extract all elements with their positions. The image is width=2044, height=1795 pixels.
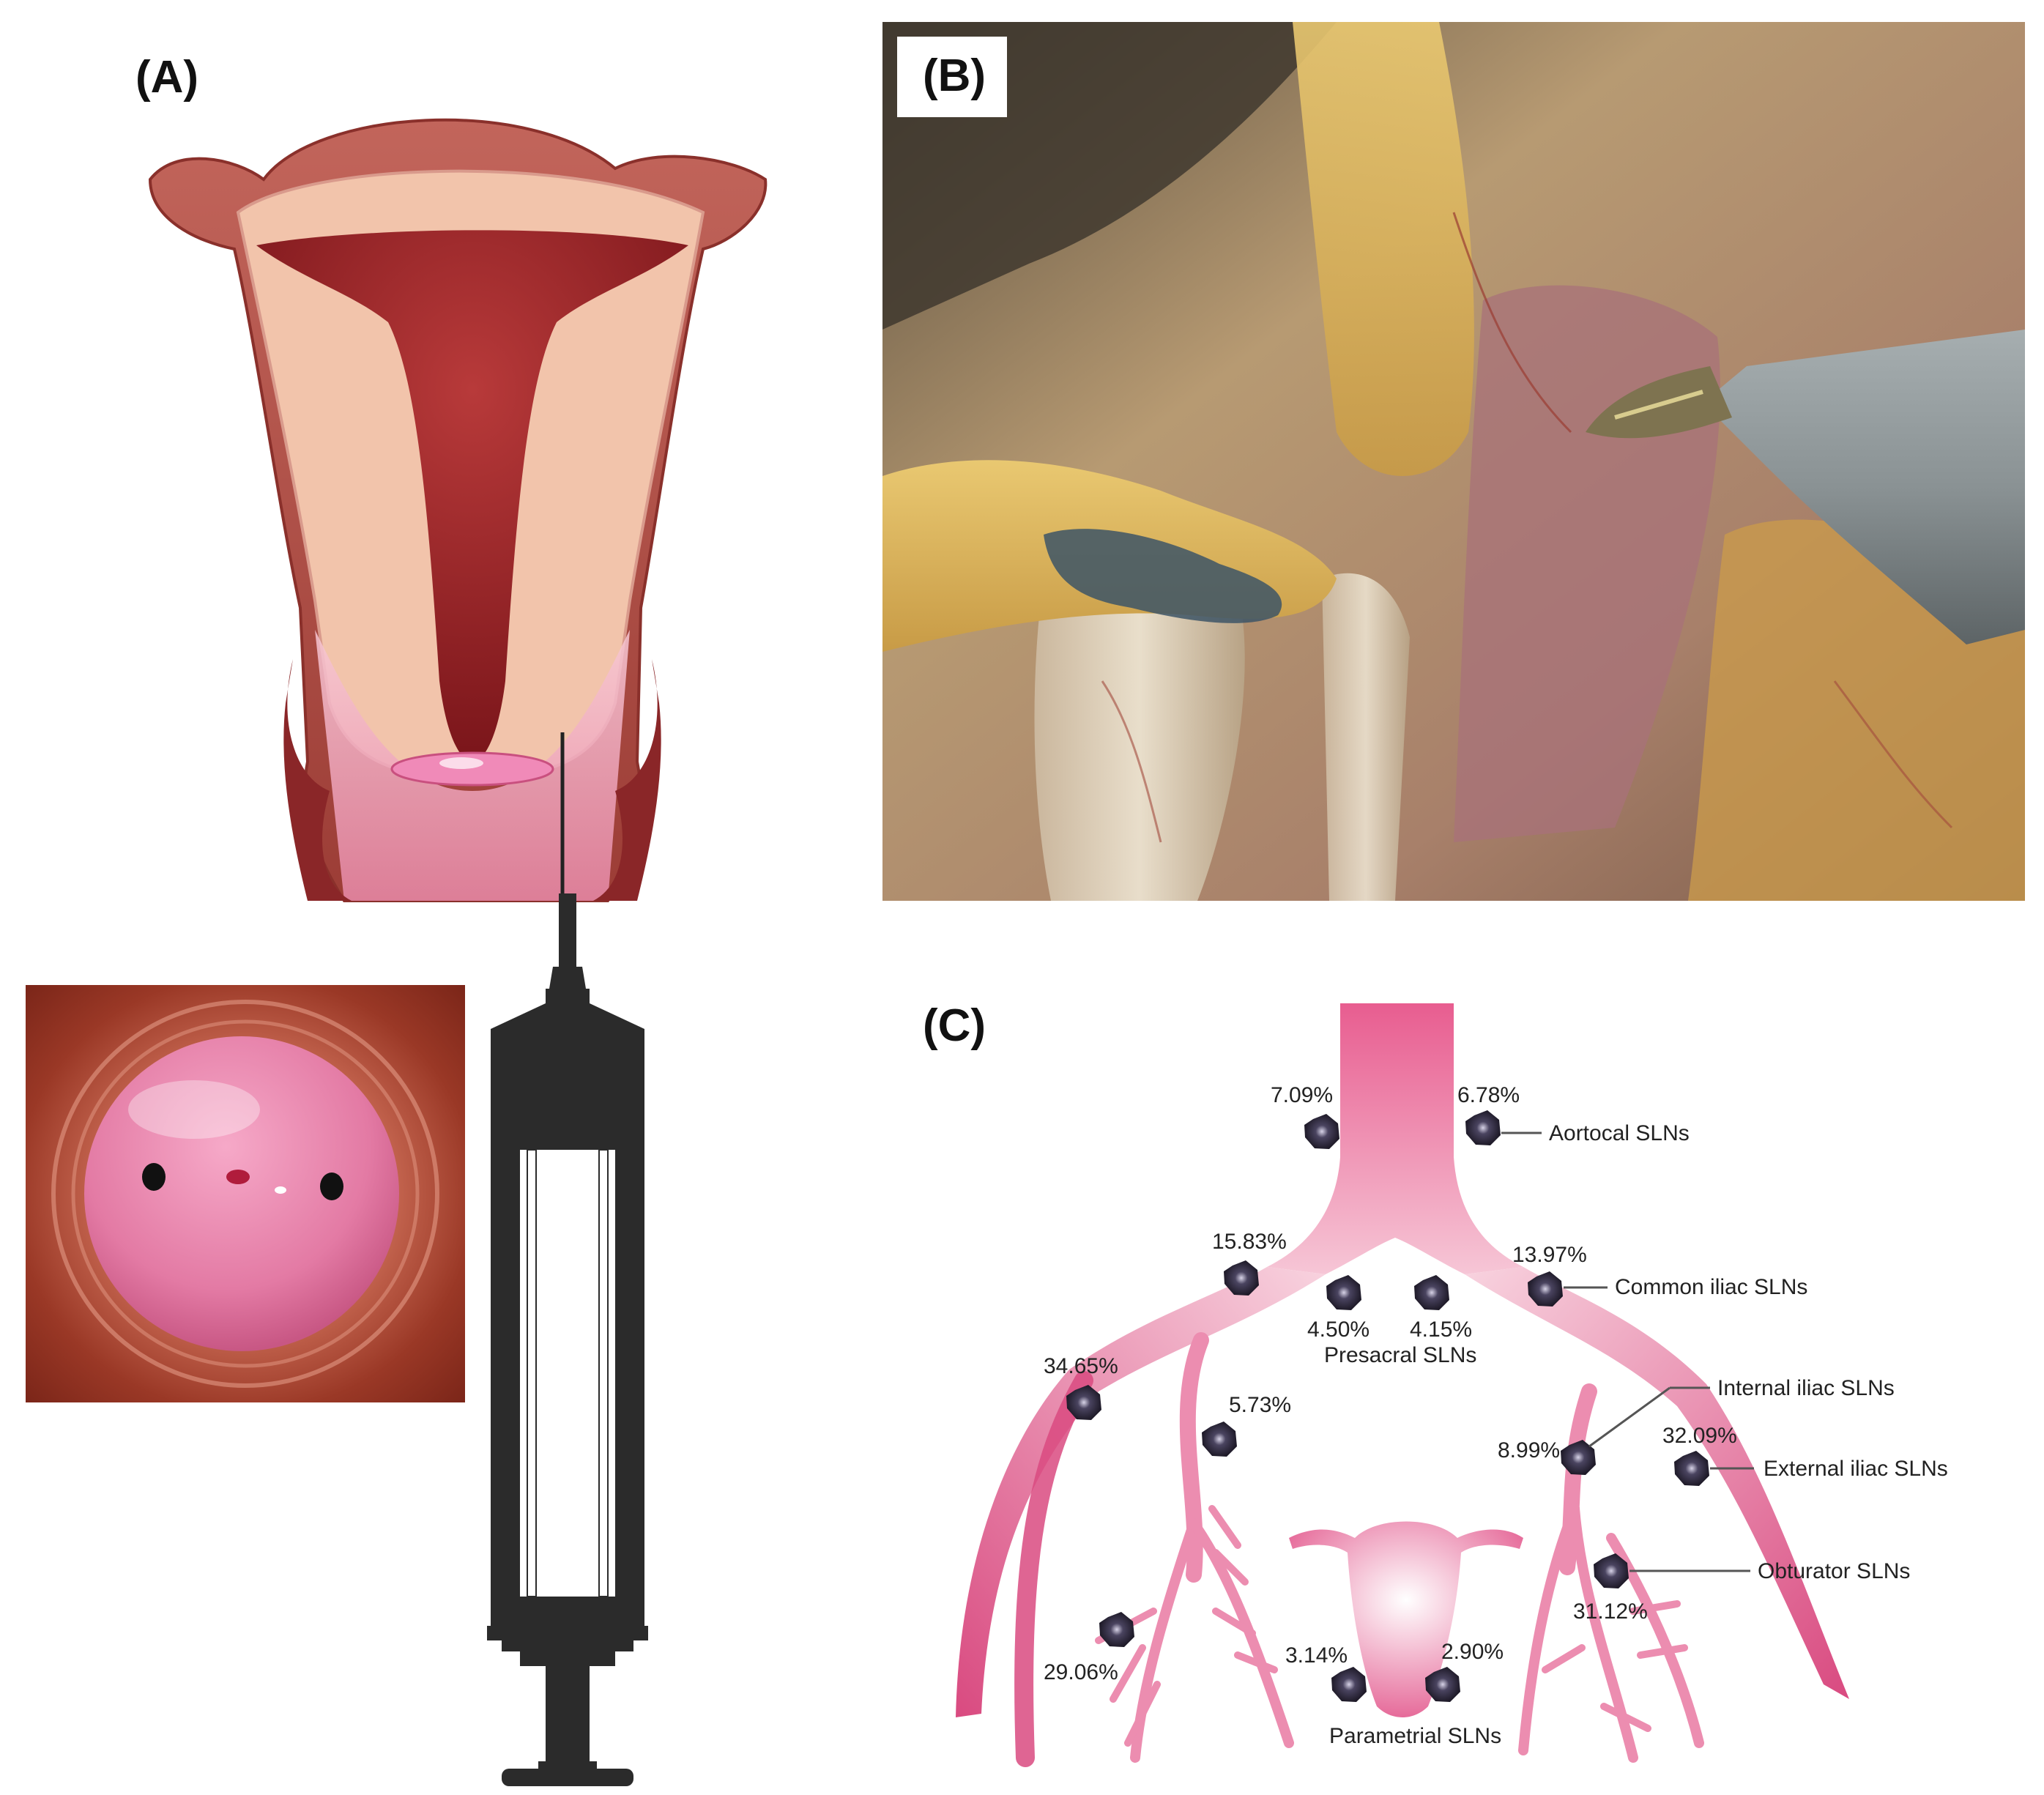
node-common-iliac-right: [1528, 1271, 1563, 1307]
node-obturator-right: [1594, 1553, 1629, 1588]
node-aortocaval-left: [1304, 1114, 1339, 1149]
cervix-closeup-inset: [26, 985, 465, 1402]
node-external-iliac-left: [1066, 1385, 1101, 1420]
panel-a: (A): [0, 0, 879, 1795]
pct-external-iliac-left: 34.65%: [1044, 1354, 1118, 1378]
blue-dye-stained-node: [1044, 529, 1282, 623]
node-presacral-right: [1414, 1275, 1449, 1310]
pct-parametrial-left: 3.14%: [1285, 1643, 1348, 1668]
label-external-iliac: External iliac SLNs: [1764, 1457, 1948, 1481]
panel-b-label: (B): [923, 51, 986, 101]
pct-presacral-right: 4.15%: [1410, 1318, 1472, 1342]
label-common-iliac: Common iliac SLNs: [1615, 1275, 1807, 1299]
node-internal-iliac-right: [1561, 1440, 1596, 1475]
node-aortocaval-right: [1465, 1110, 1501, 1145]
leader-lines: [1501, 1131, 1754, 1572]
pct-aortocaval-left: 7.09%: [1271, 1083, 1333, 1107]
label-aortocaval: Aortocal SLNs: [1549, 1121, 1690, 1145]
node-parametrial-right: [1425, 1667, 1460, 1702]
pct-obturator-left: 29.06%: [1044, 1660, 1118, 1684]
injection-site-right: [320, 1172, 343, 1200]
panel-a-label: (A): [135, 52, 199, 103]
cervix-disc: [84, 1036, 399, 1351]
cervix-region: [315, 630, 630, 901]
injection-site-left: [142, 1163, 166, 1191]
cervical-os: [226, 1170, 250, 1184]
label-internal-iliac: Internal iliac SLNs: [1717, 1376, 1895, 1400]
laparoscopic-photo: [882, 22, 2025, 901]
panel-b-photo: (B): [882, 22, 2025, 901]
node-common-iliac-left: [1224, 1260, 1259, 1296]
label-obturator: Obturator SLNs: [1758, 1559, 1910, 1583]
laparoscopic-instrument: [1703, 330, 2025, 644]
node-obturator-left: [1099, 1612, 1134, 1647]
uterus-small: [1289, 1521, 1523, 1717]
lymph-nodes: [1066, 1110, 1709, 1702]
panel-c-label: (C): [923, 1000, 986, 1051]
pct-internal-iliac-right: 8.99%: [1498, 1438, 1560, 1463]
external-os: [390, 751, 554, 787]
left-common-iliac: [956, 1267, 1326, 1717]
node-parametrial-left: [1331, 1667, 1367, 1702]
pct-internal-iliac-left: 5.73%: [1229, 1393, 1291, 1417]
pct-presacral-left: 4.50%: [1307, 1318, 1370, 1342]
right-common-iliac: [1465, 1267, 1849, 1699]
pct-obturator-right: 31.12%: [1573, 1599, 1648, 1624]
label-parametrial: Parametrial SLNs: [1329, 1724, 1501, 1748]
uterine-cavity: [256, 230, 688, 762]
node-internal-iliac-left: [1202, 1421, 1237, 1457]
pct-common-iliac-right: 13.97%: [1512, 1243, 1587, 1267]
node-external-iliac-right: [1674, 1451, 1709, 1486]
label-presacral: Presacral SLNs: [1324, 1343, 1476, 1367]
pct-aortocaval-right: 6.78%: [1457, 1083, 1520, 1107]
vaginal-fornix-left: [283, 659, 352, 901]
uterus-illustration: [148, 118, 768, 902]
panel-b-label-box: (B): [897, 37, 1007, 117]
pct-common-iliac-left: 15.83%: [1212, 1230, 1287, 1254]
pct-external-iliac-right: 32.09%: [1662, 1424, 1737, 1448]
syringe-icon: [487, 893, 648, 1786]
vaginal-fornix-right: [593, 659, 661, 901]
node-presacral-left: [1326, 1275, 1361, 1310]
aorta: [1267, 1003, 1523, 1274]
pct-parametrial-right: 2.90%: [1441, 1640, 1504, 1664]
